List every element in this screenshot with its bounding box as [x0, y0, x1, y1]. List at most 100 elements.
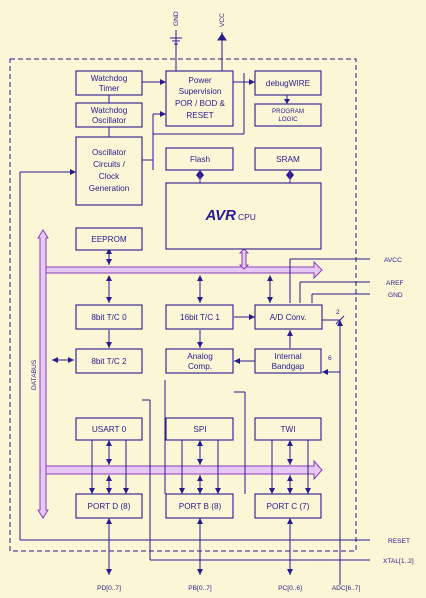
svg-text:A/D Conv.: A/D Conv.	[270, 313, 307, 322]
svg-text:PROGRAM: PROGRAM	[272, 108, 304, 115]
connections	[19, 73, 370, 585]
bandgap-line2: Bandgap	[272, 362, 305, 371]
watchdog-osc-line1: Watchdog	[91, 106, 128, 115]
xtal-label: XTAL[1..2]	[383, 558, 414, 565]
svg-text:Comp.: Comp.	[188, 362, 212, 371]
svg-text:PORT D (8): PORT D (8)	[88, 502, 131, 511]
tc1-label: 16bit T/C 1	[180, 313, 220, 322]
portb-label: PORT B (8)	[179, 502, 222, 511]
svg-text:Analog: Analog	[187, 352, 213, 361]
svg-text:SPI: SPI	[193, 425, 206, 434]
tc2-block: 8bit T/C 2	[75, 348, 143, 374]
adc-bus-width-side: 6	[328, 355, 332, 362]
analog-comp-line2: Comp.	[188, 362, 212, 371]
oscillator-block: Oscillator Circuits / Clock Generation	[75, 136, 143, 206]
cpu-bus-link	[238, 248, 250, 270]
svg-text:TWI: TWI	[280, 425, 295, 434]
debugwire-label: debugWIRE	[266, 79, 311, 88]
watchdog-timer-block: Watchdog Timer	[75, 70, 143, 96]
tc1-block: 16bit T/C 1	[165, 304, 234, 330]
program-logic-line2: LOGIC	[278, 116, 298, 123]
program-logic-block: PROGRAM LOGIC	[254, 103, 322, 127]
svg-text:Internal: Internal	[274, 352, 301, 361]
svg-text:USART 0: USART 0	[92, 425, 127, 434]
svg-text:16bit T/C 1: 16bit T/C 1	[180, 313, 220, 322]
osc-line2: Circuits /	[93, 160, 126, 169]
pc-pin-label: PC[0..6]	[278, 585, 302, 592]
eeprom-label: EEPROM	[91, 235, 127, 244]
usart-block: USART 0	[75, 417, 143, 441]
svg-text:Power: Power	[188, 76, 211, 85]
svg-text:8bit T/C 0: 8bit T/C 0	[91, 313, 127, 322]
svg-text:PORT C (7): PORT C (7)	[267, 502, 310, 511]
sram-label: SRAM	[276, 155, 300, 164]
watchdog-osc-line2: Oscillator	[92, 116, 126, 125]
vcc-pin: VCC	[217, 13, 227, 72]
pd-pin-label: PD[0..7]	[97, 585, 121, 592]
power-line3: POR / BOD &	[175, 99, 226, 108]
power-line2: Supervision	[179, 87, 222, 96]
svg-text:Flash: Flash	[190, 155, 210, 164]
svg-text:SRAM: SRAM	[276, 155, 300, 164]
flash-label: Flash	[190, 155, 210, 164]
twi-block: TWI	[254, 417, 322, 441]
eeprom-block: EEPROM	[75, 227, 143, 251]
adc-pin-label: ADC[6..7]	[332, 585, 361, 592]
pb-pin-label: PB[0..7]	[188, 585, 212, 592]
avr-logo: AVR	[204, 207, 236, 224]
svg-text:Bandgap: Bandgap	[272, 362, 305, 371]
power-supervision-block: Power Supervision POR / BOD & RESET	[165, 70, 234, 127]
svg-text:Generation: Generation	[89, 184, 130, 193]
svg-text:8bit T/C 2: 8bit T/C 2	[91, 357, 127, 366]
analog-comp-block: Analog Comp.	[165, 348, 234, 374]
watchdog-timer-line1: Watchdog	[91, 74, 128, 83]
svg-text:EEPROM: EEPROM	[91, 235, 127, 244]
svg-text:Clock: Clock	[99, 172, 120, 181]
databus-vertical: DATABUS	[31, 229, 49, 519]
sram-block: SRAM	[254, 147, 322, 171]
gnd-pin: GND	[170, 11, 182, 72]
svg-text:Oscillator: Oscillator	[92, 148, 126, 157]
avcc-label: AVCC	[384, 257, 402, 264]
databus-upper	[45, 260, 323, 280]
power-line1: Power	[188, 76, 211, 85]
portd-block: PORT D (8)	[75, 493, 143, 519]
databus-lower	[45, 459, 323, 481]
power-line4: RESET	[186, 111, 213, 120]
adc-block: A/D Conv.	[254, 304, 323, 330]
debugwire-block: debugWIRE	[254, 70, 322, 96]
portc-block: PORT C (7)	[254, 493, 322, 519]
usart-label: USART 0	[92, 425, 127, 434]
watchdog-oscillator-block: Watchdog Oscillator	[75, 102, 143, 128]
spi-block: SPI	[165, 417, 234, 441]
watchdog-timer-line2: Timer	[99, 84, 120, 93]
svg-text:Circuits /: Circuits /	[93, 160, 126, 169]
spi-label: SPI	[193, 425, 206, 434]
bandgap-line1: Internal	[274, 352, 301, 361]
svg-text:Oscillator: Oscillator	[92, 116, 126, 125]
osc-line1: Oscillator	[92, 148, 126, 157]
svg-text:LOGIC: LOGIC	[278, 116, 298, 123]
adc-bus-width-top: 2	[336, 309, 340, 316]
gnd-pin-label: GND	[173, 11, 180, 26]
portc-label: PORT C (7)	[267, 502, 310, 511]
databus-label: DATABUS	[31, 359, 38, 390]
program-logic-line1: PROGRAM	[272, 108, 304, 115]
bandgap-block: Internal Bandgap	[254, 348, 322, 374]
twi-label: TWI	[280, 425, 295, 434]
adc-label: A/D Conv.	[270, 313, 307, 322]
tc0-block: 8bit T/C 0	[75, 304, 143, 330]
aref-label: AREF	[386, 280, 404, 287]
svg-text:RESET: RESET	[186, 111, 213, 120]
tc0-label: 8bit T/C 0	[91, 313, 127, 322]
vcc-pin-label: VCC	[219, 13, 226, 27]
cpu-block: AVR CPU	[165, 182, 322, 250]
svg-text:Supervision: Supervision	[179, 87, 222, 96]
svg-text:PORT B (8): PORT B (8)	[179, 502, 222, 511]
tc2-label: 8bit T/C 2	[91, 357, 127, 366]
svg-text:Timer: Timer	[99, 84, 120, 93]
svg-text:POR / BOD &: POR / BOD &	[175, 99, 226, 108]
chip-boundary	[9, 58, 357, 552]
svg-text:Watchdog: Watchdog	[91, 74, 128, 83]
